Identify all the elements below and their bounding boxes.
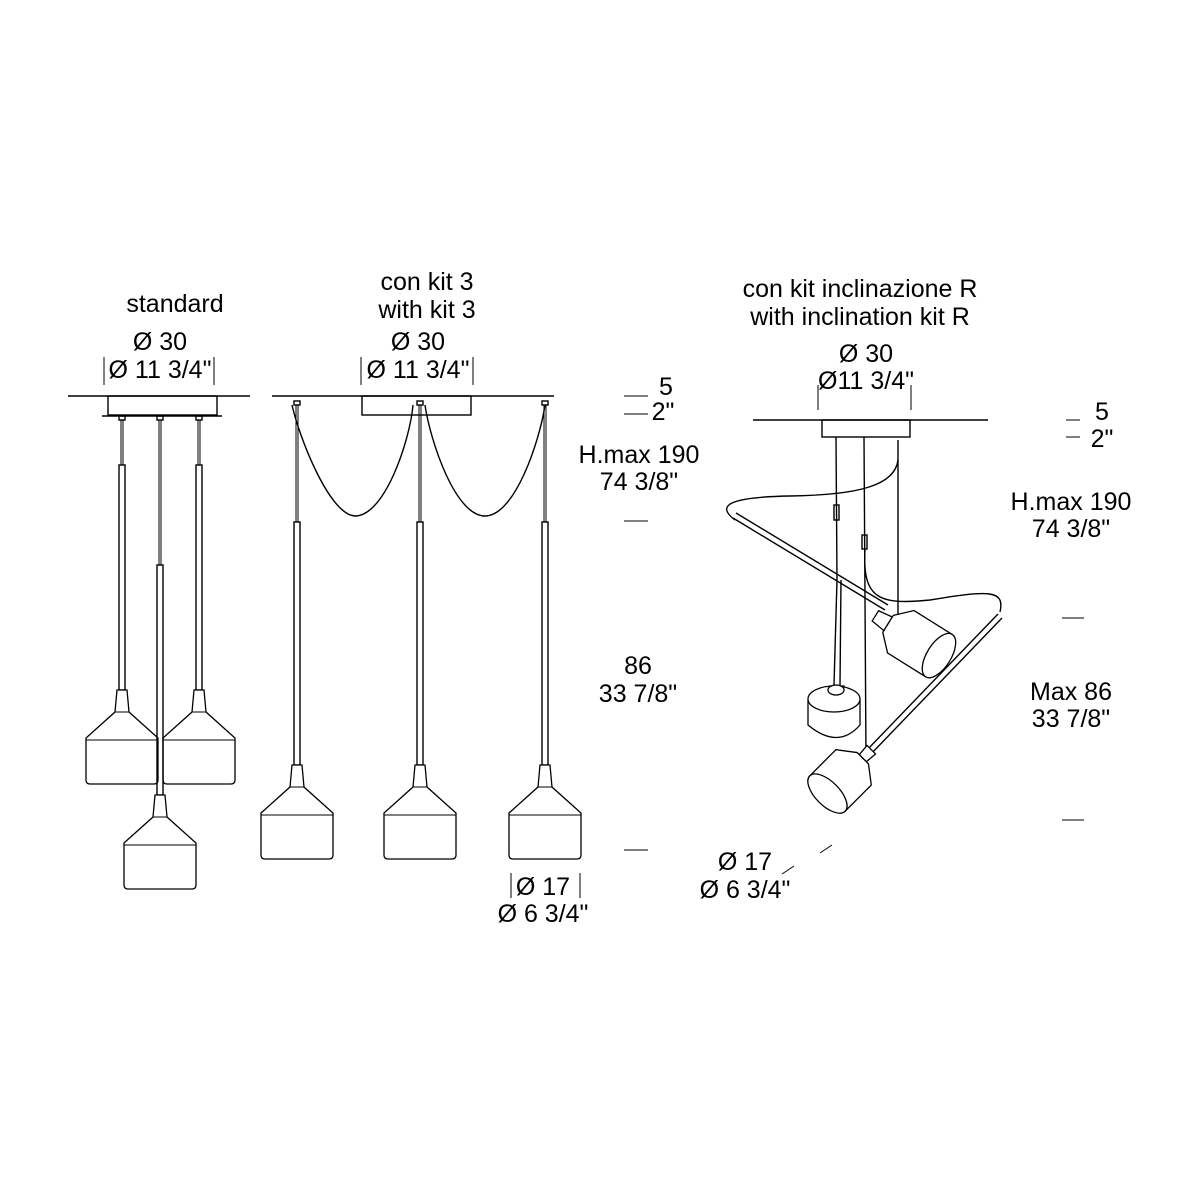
- tilted-arm: [732, 512, 889, 611]
- lamp-stem: [195, 464, 203, 691]
- lamp-shade: [383, 764, 457, 860]
- lamp-stem: [833, 579, 842, 686]
- kit3-diameter-cm: Ø 30: [391, 328, 445, 356]
- wire-anchor: [118, 415, 126, 421]
- lamp-shade: [260, 764, 334, 860]
- kit3-lamp-height-in: 33 7/8": [599, 680, 677, 708]
- cable-loop: [291, 404, 414, 517]
- lamp-shade-opening: [921, 632, 957, 679]
- wire-anchor: [195, 415, 203, 421]
- kit3-shade-diameter-cm: Ø 17: [516, 873, 570, 901]
- dimension-tick: [819, 844, 833, 854]
- inclination-shade-diameter-in: Ø 6 3/4": [700, 876, 791, 904]
- lamp-neck-ring: [827, 684, 845, 696]
- inclination-shade-diameter-cm: Ø 17: [718, 848, 772, 876]
- standard-diameter-in: Ø 11 3/4": [109, 356, 212, 384]
- inclination-lamp-height-in: 33 7/8": [1032, 705, 1110, 733]
- inclination-canopy-height-cm: 5: [1095, 398, 1109, 426]
- standard-title: standard: [126, 290, 223, 318]
- power-cable: [864, 548, 1002, 613]
- kit3-title-en: with kit 3: [377, 296, 475, 324]
- lamp-shade: [123, 794, 197, 890]
- lamp-shade: [508, 764, 582, 860]
- kit3-canopy-height-cm: 5: [659, 373, 673, 401]
- inclination-canopy-height-in: 2": [1091, 425, 1114, 453]
- kit3-shade-diameter-in: Ø 6 3/4": [498, 900, 589, 928]
- suspension-wire: [835, 436, 838, 581]
- wire-anchor: [541, 400, 549, 406]
- kit3-diagram: con kit 3 with kit 3 Ø 30 Ø 11 3/4" 5 2"…: [260, 268, 700, 928]
- lamp-stem: [416, 521, 424, 766]
- canopy: [821, 419, 911, 438]
- canopy: [361, 395, 472, 416]
- lamp-stem: [118, 464, 126, 691]
- inclination-title-en: with inclination kit R: [749, 303, 970, 331]
- inclination-diameter-cm: Ø 30: [839, 340, 893, 368]
- wire-anchor: [156, 415, 164, 421]
- kit3-canopy-height-in: 2": [652, 398, 675, 426]
- lamp-stem: [293, 521, 301, 766]
- kit3-title-it: con kit 3: [380, 268, 473, 296]
- lamp-stem: [541, 521, 549, 766]
- wire-clamp: [833, 504, 840, 521]
- wire-anchor: [293, 400, 301, 406]
- kit3-hmax-in: 74 3/8": [600, 468, 678, 496]
- kit3-hmax-cm: H.max 190: [579, 441, 700, 469]
- wire-anchor: [416, 400, 424, 406]
- inclination-diameter-in: Ø11 3/4": [818, 367, 914, 395]
- kit3-diameter-in: Ø 11 3/4": [367, 356, 470, 384]
- standard-diameter-cm: Ø 30: [133, 328, 187, 356]
- lamp-shade: [85, 689, 159, 785]
- tilted-arm: [865, 613, 1003, 756]
- inclination-diagram: con kit inclinazione R with inclination …: [700, 275, 1132, 904]
- power-cable: [725, 459, 899, 521]
- standard-diagram: standard Ø 30 Ø 11 3/4": [68, 290, 250, 890]
- lamp-shade: [162, 689, 236, 785]
- inclination-hmax-in: 74 3/8": [1032, 515, 1110, 543]
- standard-lamps: [85, 415, 236, 890]
- dimension-tick: [781, 865, 795, 875]
- inclination-hmax-cm: H.max 190: [1011, 488, 1132, 516]
- inclination-lamp-height-cm: Max 86: [1030, 678, 1112, 706]
- lamp-shade-opening: [807, 773, 848, 814]
- kit3-lamps: [260, 400, 582, 860]
- cable-loop: [424, 404, 546, 517]
- canopy: [107, 395, 218, 416]
- kit3-lamp-height-cm: 86: [624, 652, 652, 680]
- inclination-title-it: con kit inclinazione R: [743, 275, 978, 303]
